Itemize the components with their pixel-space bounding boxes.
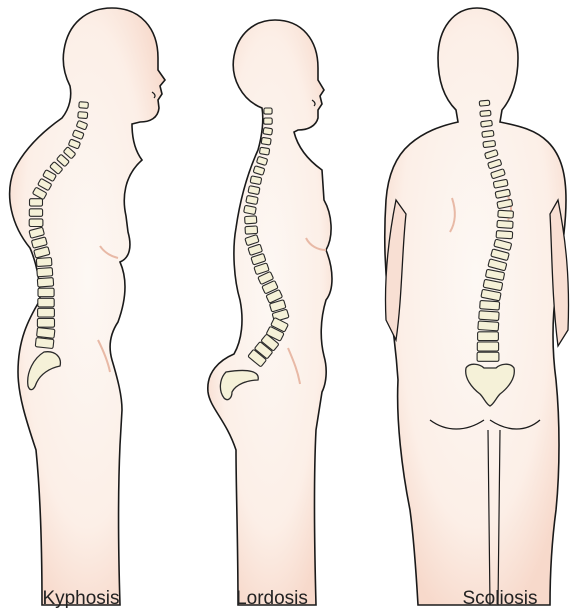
vertebra <box>478 332 499 341</box>
vertebra <box>481 120 493 127</box>
vertebra <box>37 327 55 338</box>
vertebra <box>263 127 273 135</box>
vertebra <box>479 311 499 321</box>
kyphosis-label: Kyphosis <box>6 588 156 610</box>
vertebra <box>480 110 491 116</box>
vertebra <box>29 209 42 217</box>
vertebra <box>477 342 498 351</box>
vertebra <box>37 268 53 277</box>
vertebra <box>479 100 490 106</box>
vertebra <box>245 226 258 234</box>
vertebra <box>250 176 262 185</box>
vertebra <box>78 112 88 119</box>
lordosis-figure <box>208 20 332 605</box>
vertebra <box>248 186 260 195</box>
scoliosis-body-outline <box>385 8 566 605</box>
vertebra <box>35 338 54 349</box>
vertebra <box>477 352 499 361</box>
vertebra <box>36 258 52 267</box>
vertebra <box>483 140 496 147</box>
vertebra <box>37 318 54 327</box>
vertebra <box>29 219 43 227</box>
vertebra <box>38 288 54 297</box>
lordosis-label: Lordosis <box>197 588 347 610</box>
vertebra <box>264 108 272 114</box>
vertebra <box>38 298 54 307</box>
vertebra <box>245 216 257 224</box>
vertebra <box>30 199 43 206</box>
kyphosis-figure <box>10 8 165 605</box>
vertebra <box>480 300 500 310</box>
vertebra <box>482 130 494 137</box>
vertebra <box>38 308 55 317</box>
vertebra <box>261 137 271 145</box>
vertebra <box>79 102 89 109</box>
vertebra <box>264 118 273 124</box>
vertebra <box>259 147 269 155</box>
vertebra <box>478 321 499 331</box>
vertebra <box>37 278 53 287</box>
kyphosis-body-outline <box>10 8 165 605</box>
scoliosis-label: Scoliosis <box>425 588 575 610</box>
vertebra <box>496 231 513 239</box>
vertebra <box>246 195 258 204</box>
vertebra <box>244 205 257 214</box>
vertebra <box>498 210 514 218</box>
scoliosis-figure <box>385 8 569 605</box>
vertebra <box>497 220 513 228</box>
